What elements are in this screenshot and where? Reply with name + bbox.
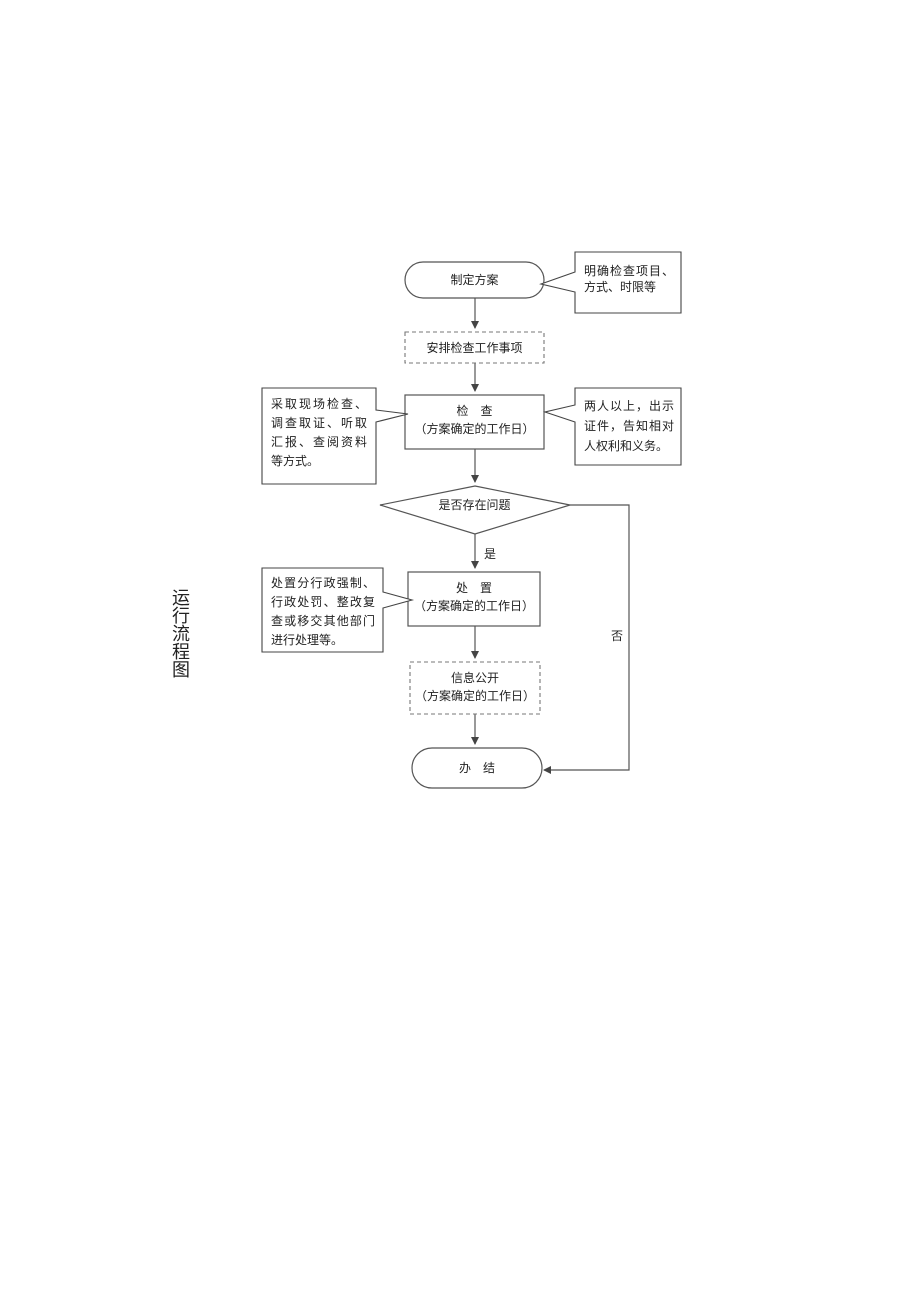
edge-decision-end-no xyxy=(543,504,630,774)
handle-left-callout xyxy=(261,567,415,653)
start-node-label: 制定方案 xyxy=(450,273,499,287)
arrange-node xyxy=(404,331,545,364)
handle-node xyxy=(407,571,541,627)
inspect-left-note-text: 采取现场检查、 调查取证、听取 汇报、查阅资料 等方式。 xyxy=(271,395,367,471)
inspect-left-note-line: 采取现场检查、 xyxy=(271,397,367,411)
inspect-left-callout xyxy=(261,387,409,485)
inspect-left-note-line: 调查取证、听取 xyxy=(271,416,367,430)
handle-left-note-line: 查或移交其他部门 xyxy=(271,614,375,628)
start-node xyxy=(404,261,545,299)
side-title: 运行流程图 xyxy=(169,588,190,678)
inspect-node-title: 检 查 xyxy=(456,404,493,418)
inspect-right-callout xyxy=(542,387,682,466)
handle-left-note-line: 处置分行政强制、 xyxy=(271,576,375,590)
disclose-node-title: 信息公开 xyxy=(450,671,499,685)
handle-left-note-line: 进行处理等。 xyxy=(271,633,344,647)
inspect-node-subtitle: （方案确定的工作日） xyxy=(414,422,535,436)
inspect-left-note-line: 等方式。 xyxy=(271,454,320,468)
end-node xyxy=(411,747,543,789)
handle-node-subtitle: （方案确定的工作日） xyxy=(413,599,534,613)
handle-node-title: 处 置 xyxy=(455,581,492,595)
edge-no-label: 否 xyxy=(610,629,623,643)
decision-node-label: 是否存在问题 xyxy=(438,498,511,512)
inspect-right-note-line: 人权利和义务。 xyxy=(584,439,669,453)
decision-node xyxy=(379,485,571,535)
inspect-right-note-line: 证件，告知相对 xyxy=(584,419,674,433)
start-note-callout xyxy=(539,251,682,314)
disclose-node xyxy=(409,661,541,715)
start-note-line: 明确检查项目、 xyxy=(584,264,674,278)
arrange-node-label: 安排检查工作事项 xyxy=(426,341,523,355)
end-node-label: 办 结 xyxy=(458,761,495,775)
edge-yes-label: 是 xyxy=(483,547,496,561)
handle-left-note-text: 处置分行政强制、 行政处罚、整改复 查或移交其他部门 进行处理等。 xyxy=(271,574,375,650)
start-note-line: 方式、时限等 xyxy=(584,280,657,294)
inspect-left-note-line: 汇报、查阅资料 xyxy=(271,435,367,449)
handle-left-note-line: 行政处罚、整改复 xyxy=(271,595,375,609)
start-note-text: 明确检查项目、 方式、时限等 xyxy=(584,263,674,295)
inspect-node xyxy=(404,394,545,450)
inspect-right-note-line: 两人以上，出示 xyxy=(584,399,674,413)
disclose-node-subtitle: （方案确定的工作日） xyxy=(414,689,535,703)
inspect-right-note-text: 两人以上，出示 证件，告知相对 人权利和义务。 xyxy=(584,396,674,456)
